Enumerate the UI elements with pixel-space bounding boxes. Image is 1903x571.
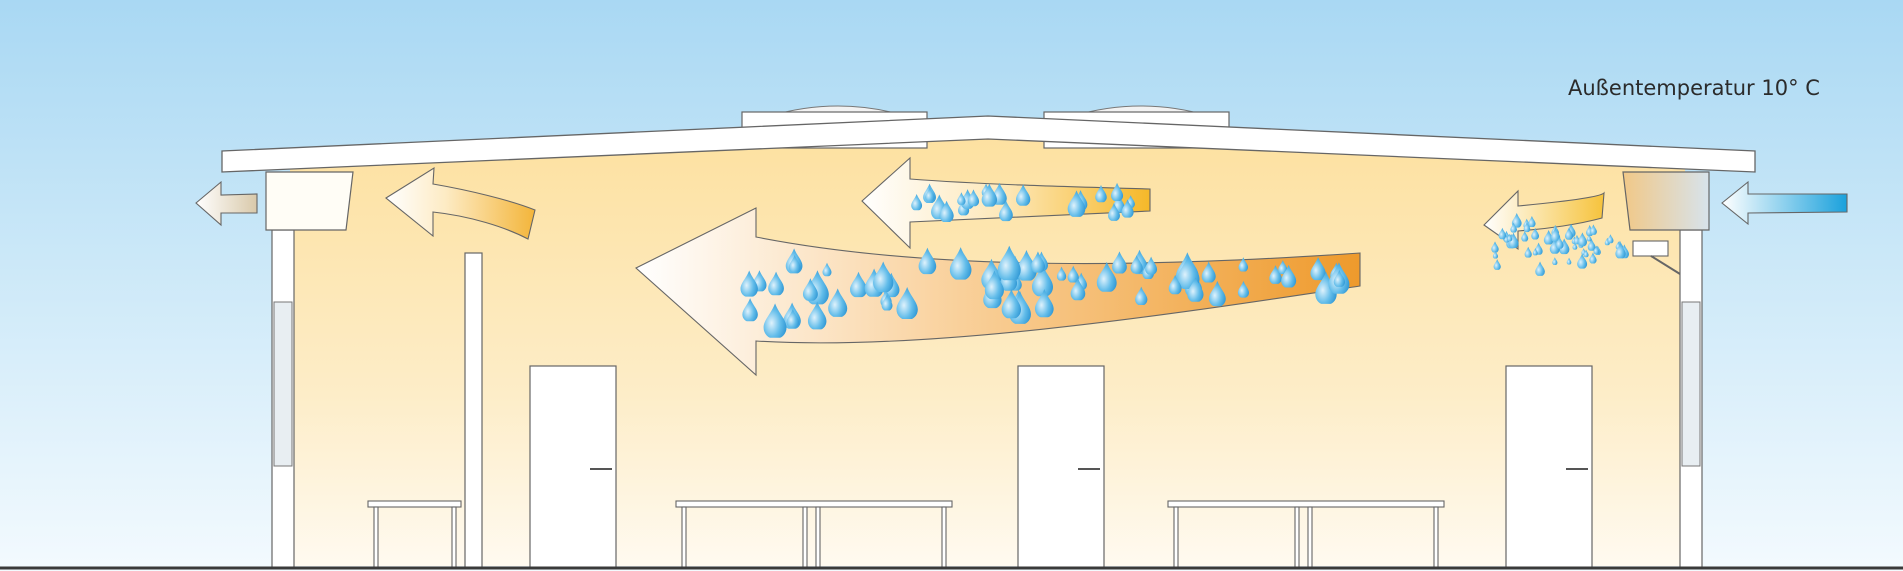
interior-column [464,252,483,569]
door-right [1505,365,1593,569]
left-window [273,301,293,467]
supply-unit [1622,171,1710,231]
outside-air-inlet-arrow [1721,180,1848,226]
door-left [529,365,617,569]
exhaust-air-arrow [195,180,258,227]
interior-space [290,139,1685,566]
outside-temperature-label: Außentemperatur 10° C [1568,76,1820,100]
door-center [1017,365,1105,569]
left-return-air-arrow [385,166,536,240]
exhaust-unit [265,171,354,231]
right-window [1681,301,1701,467]
roof [221,115,1756,173]
humidifier-nozzle [1632,240,1681,275]
table-center [675,500,953,569]
